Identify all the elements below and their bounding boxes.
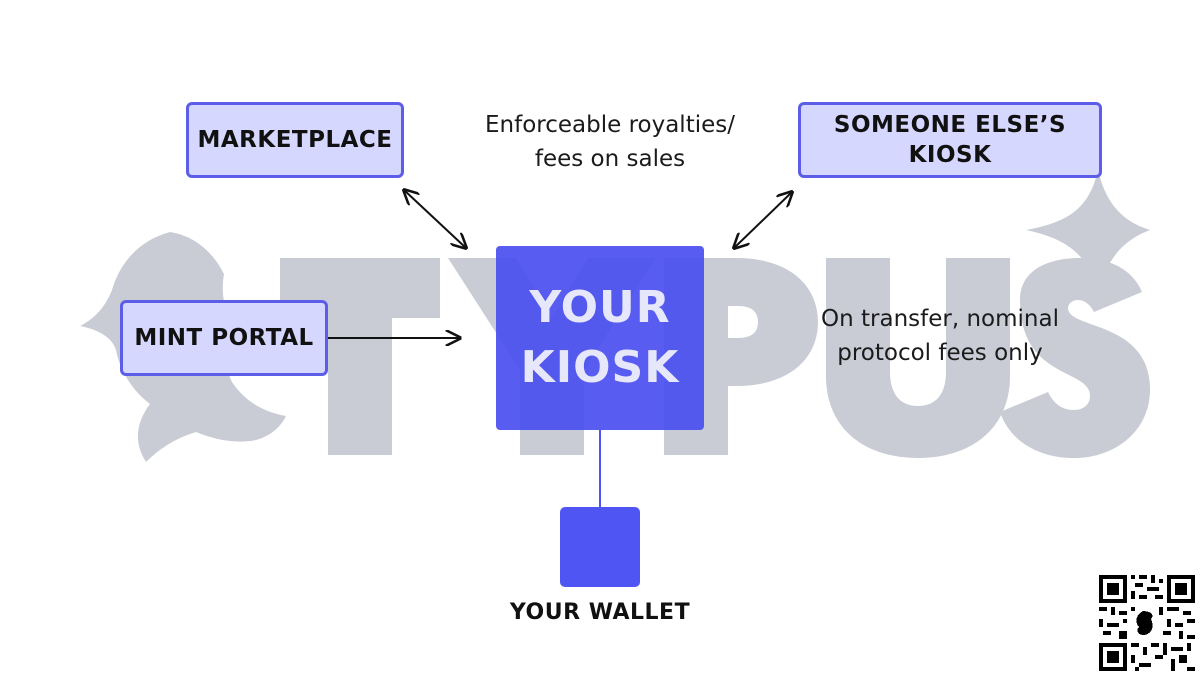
- your-wallet-node: [560, 507, 640, 587]
- marketplace-node: MARKETPLACE: [186, 102, 404, 178]
- transfer-note: On transfer, nominal protocol fees only: [790, 302, 1090, 370]
- your-wallet-label: YOUR WALLET: [509, 600, 691, 625]
- your-kiosk-node: YOUR KIOSK: [496, 246, 704, 430]
- royalties-note-line2: fees on sales: [534, 146, 686, 172]
- your-kiosk-label-line1: YOUR: [529, 282, 671, 333]
- qr-code-icon: [1099, 575, 1195, 671]
- royalties-note-line1: Enforceable royalties/: [485, 112, 735, 138]
- sparkle-icon: [1026, 170, 1150, 296]
- marketplace-kiosk-arrow: [404, 190, 466, 248]
- transfer-note-line1: On transfer, nominal: [821, 306, 1059, 332]
- someone-else-kiosk-node: SOMEONE ELSE’S KIOSK: [798, 102, 1102, 178]
- someone-else-label-line1: SOMEONE ELSE’S: [833, 112, 1067, 138]
- transfer-note-line2: protocol fees only: [837, 340, 1043, 366]
- marketplace-label: MARKETPLACE: [197, 127, 393, 153]
- mint-portal-label: MINT PORTAL: [134, 325, 314, 351]
- your-kiosk-label-line2: KIOSK: [520, 342, 680, 393]
- someone-else-label-line2: KIOSK: [908, 142, 992, 168]
- someone-kiosk-arrow: [734, 192, 792, 248]
- royalties-note: Enforceable royalties/ fees on sales: [455, 108, 765, 176]
- mint-portal-node: MINT PORTAL: [120, 300, 328, 376]
